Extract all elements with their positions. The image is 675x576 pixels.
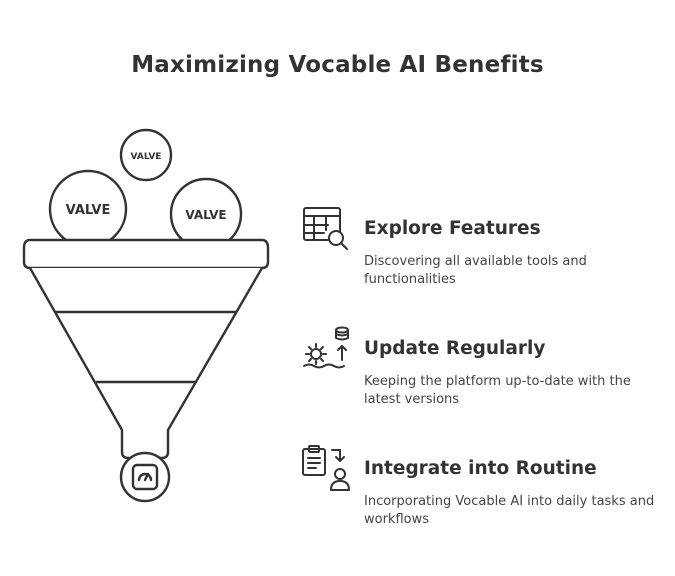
clipboard-user-icon <box>302 445 350 491</box>
update-gear-database-icon <box>303 326 349 369</box>
ball-label-top: VALVE <box>131 152 162 162</box>
step-title: Explore Features <box>364 218 541 239</box>
funnel <box>22 238 270 460</box>
ball-top <box>119 128 173 182</box>
step-title: Integrate into Routine <box>364 458 597 479</box>
gauge-icon <box>119 451 171 503</box>
step-title: Update Regularly <box>364 338 546 359</box>
step-description: Keeping the platform up-to-date with the… <box>364 374 631 407</box>
step-description: Incorporating Vocable AI into daily task… <box>364 494 655 527</box>
step-update-regularly: Update Regularly Keeping the platform up… <box>300 324 660 414</box>
ball-label-left: VALVE <box>66 203 111 218</box>
diagram-title: Maximizing Vocable AI Benefits <box>131 52 544 78</box>
step-description: Discovering all available tools and func… <box>364 254 587 287</box>
ball-label-right: VALVE <box>185 208 226 222</box>
table-search-icon <box>303 207 348 250</box>
step-integrate-routine: Integrate into Routine Incorporating Voc… <box>300 444 660 534</box>
step-explore-features: Explore Features Discovering all availab… <box>300 204 660 294</box>
